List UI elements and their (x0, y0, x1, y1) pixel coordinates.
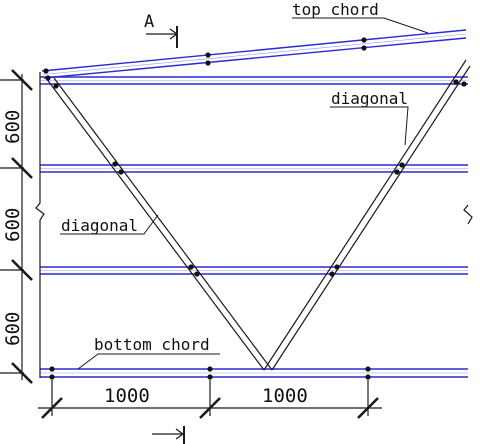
joint-dot (43, 68, 49, 74)
dim-tick (357, 397, 379, 419)
chord-level-3 (40, 266, 468, 275)
joint-dot (361, 37, 367, 43)
section-mark-bottom (152, 426, 185, 444)
bottom-chord-label: bottom chord (94, 335, 210, 354)
chord-level-1 (40, 76, 468, 85)
dim-vertical-3: 600 (2, 312, 24, 346)
dim-tick (11, 259, 33, 281)
right-diagonal (263, 59, 471, 371)
left-diagonal (45, 77, 273, 371)
dim-tick (11, 362, 33, 384)
dim-tick (11, 69, 33, 91)
diagonals (45, 59, 471, 371)
joint-dot (45, 75, 51, 81)
joint-dot (49, 366, 55, 372)
diagonal-upper-leader (330, 106, 409, 146)
diagonal-lower-leader (60, 214, 159, 235)
vertical-dimension (0, 69, 33, 384)
dim-vertical-2: 600 (2, 208, 24, 242)
diagonal-upper-label: diagonal (331, 89, 408, 108)
joint-dot (329, 271, 335, 277)
top-chord (41, 29, 467, 79)
top-chord-label: top chord (292, 0, 379, 19)
joint-dot (394, 169, 400, 175)
joint-dot (334, 264, 340, 270)
joint-dot (112, 161, 118, 167)
dim-horizontal-1: 1000 (104, 385, 150, 407)
joint-dots (43, 37, 467, 380)
diagonal-lower-label: diagonal (61, 216, 138, 235)
joint-dot (207, 366, 213, 372)
dim-tick (199, 397, 221, 419)
joint-dot (49, 374, 55, 380)
top-chord-leader (292, 17, 429, 34)
joint-dot (207, 374, 213, 380)
bottom-chord (40, 368, 468, 378)
joint-dot (205, 52, 211, 58)
horizontal-dimension (38, 380, 382, 419)
joint-dot (194, 271, 200, 277)
joint-dot (365, 366, 371, 372)
joint-dot (53, 83, 59, 89)
dim-horizontal-2: 1000 (262, 385, 308, 407)
bottom-chord-leader (77, 353, 220, 370)
leaders (60, 17, 429, 370)
section-label-a: A (144, 12, 154, 32)
dim-tick (11, 157, 33, 179)
joint-dot (365, 374, 371, 380)
dim-tick (41, 397, 63, 419)
dim-vertical-1: 600 (2, 110, 24, 144)
joint-dot (361, 45, 367, 51)
joint-dot (188, 264, 194, 270)
right-boundary-break (463, 204, 473, 225)
left-boundary (35, 72, 45, 378)
section-mark-top (146, 26, 179, 48)
joint-dot (205, 60, 211, 66)
joint-dot (461, 81, 467, 87)
joint-dot (118, 169, 124, 175)
joint-dot (453, 79, 459, 85)
joint-dot (399, 162, 405, 168)
